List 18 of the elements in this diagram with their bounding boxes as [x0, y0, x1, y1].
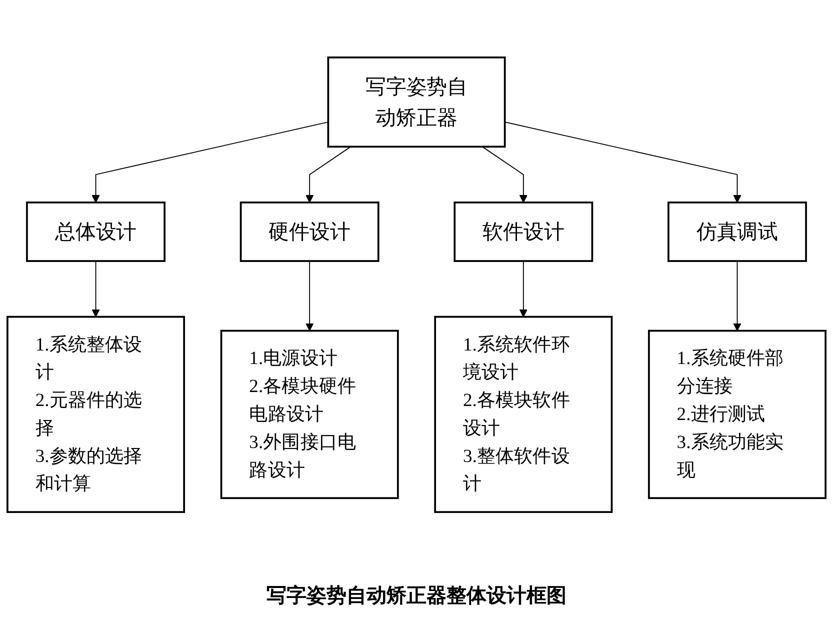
node-box: 1.电源设计 2.各模块硬件电路设计 3.外围接口电路设计: [220, 330, 399, 500]
arrow: [306, 146, 352, 204]
arrow: [519, 260, 528, 318]
arrow: [482, 146, 528, 204]
arrow: [733, 260, 742, 332]
caption: 写字姿势自动矫正器整体设计框图: [266, 584, 566, 609]
node-box: 1.系统软件环境设计 2.各模块软件设计 3.整体软件设计: [434, 316, 613, 514]
node-box: 写字姿势自动矫正器: [327, 56, 506, 148]
arrow: [92, 122, 329, 204]
node-box: 1.系统整体设计 2.元器件的选择 3.参数的选择和计算: [6, 316, 186, 514]
node-box: 1.系统硬件部分连接 2.进行测试 3.系统功能实现: [648, 330, 826, 500]
arrow: [504, 122, 742, 204]
node-box: 硬件设计: [240, 202, 380, 262]
arrow: [306, 260, 314, 332]
node-box: 仿真调试: [668, 202, 807, 262]
node-box: 总体设计: [26, 202, 166, 262]
arrow: [92, 260, 100, 318]
node-box: 软件设计: [454, 202, 594, 262]
